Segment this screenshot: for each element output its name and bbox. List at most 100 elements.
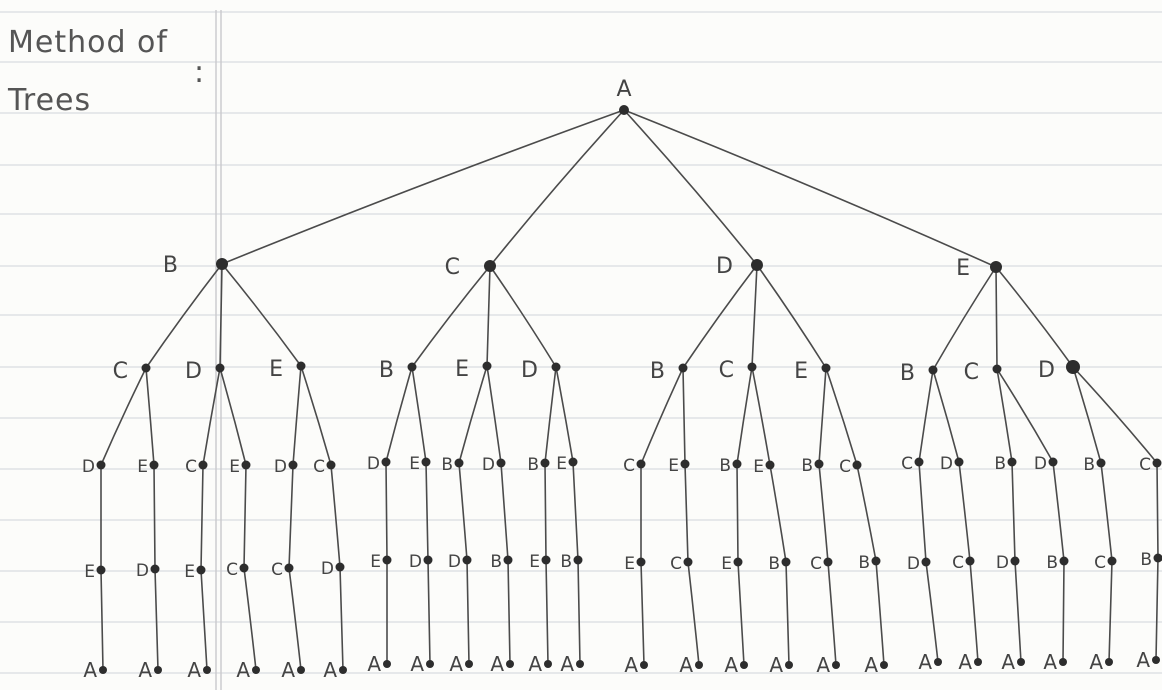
- node-label: A: [918, 650, 932, 674]
- node-level4-B: B: [490, 552, 513, 572]
- node-level4-D: D: [448, 552, 472, 572]
- node-dot: [496, 458, 506, 468]
- node-level4-B: B: [1046, 553, 1069, 573]
- edge-level1-to-level2: [756, 264, 827, 369]
- edge-level3-to-level4: [330, 464, 341, 568]
- node-label: B: [379, 358, 394, 383]
- node-label: C: [839, 457, 851, 477]
- edge-level1-to-level2: [995, 266, 998, 370]
- edge-level4-to-level5: [577, 559, 581, 665]
- edge-level4-to-level5: [200, 569, 208, 671]
- node-label: D: [1038, 358, 1055, 383]
- node-label: E: [668, 456, 679, 476]
- node-dot: [203, 666, 211, 674]
- node-label: A: [1001, 650, 1015, 674]
- node-label: A: [616, 77, 631, 102]
- node-level4-E: E: [529, 552, 551, 572]
- edge-level3-to-level4: [769, 464, 787, 563]
- edge-level2-to-level3: [751, 366, 771, 466]
- node-level4-D: D: [996, 553, 1020, 573]
- edge-level2-to-level3: [411, 366, 427, 463]
- node-label: E: [721, 554, 732, 574]
- edge-level2-to-level3: [555, 366, 574, 463]
- node-level5-A: A: [918, 650, 942, 674]
- node-label: C: [113, 359, 128, 384]
- edge-level1-to-level2: [932, 266, 997, 371]
- edge-level4-to-level5: [969, 560, 979, 663]
- node-level3-D: D: [1034, 454, 1058, 474]
- node-dot: [871, 556, 881, 566]
- edge-level3-to-level4: [153, 464, 156, 570]
- node-dot: [747, 362, 757, 372]
- node-level4-D: D: [907, 554, 931, 574]
- node-dot: [239, 563, 249, 573]
- node-label: E: [137, 457, 148, 477]
- node-level3-D: D: [940, 454, 964, 474]
- edge-level2-to-level3: [145, 367, 155, 466]
- node-level1-C: C: [445, 255, 496, 280]
- node-level5-A: A: [864, 653, 888, 677]
- node-dot: [992, 364, 1002, 374]
- node-label: E: [84, 562, 95, 582]
- edge-level3-to-level4: [200, 464, 204, 571]
- edge-level2-to-level3: [100, 367, 147, 466]
- node-level2-D: D: [521, 358, 561, 383]
- edge-level2-to-level3: [996, 368, 1013, 463]
- edge-root-to-D: [623, 109, 758, 266]
- node-level5-A: A: [769, 653, 793, 677]
- node-dot: [482, 361, 492, 371]
- node-level4-D: D: [409, 552, 433, 572]
- node-label: A: [490, 652, 504, 676]
- node-level5-A: A: [236, 658, 260, 682]
- node-level4-C: C: [810, 554, 833, 574]
- node-label: C: [313, 457, 325, 477]
- node-label: D: [521, 358, 538, 383]
- edge-level3-to-level4: [684, 463, 689, 563]
- node-dot: [540, 458, 550, 468]
- node-dot: [383, 660, 391, 668]
- node-label: D: [136, 561, 149, 581]
- node-dot: [465, 660, 473, 668]
- ruled-lines: [0, 11, 1162, 674]
- edge-level4-to-level5: [243, 567, 257, 671]
- edge-level2-to-level3: [818, 367, 827, 465]
- node-level2-B: B: [650, 359, 688, 384]
- edge-level3-to-level4: [425, 461, 429, 561]
- node-level4-B: B: [858, 553, 881, 573]
- node-label: D: [367, 454, 380, 474]
- edge-level4-to-level5: [339, 566, 344, 671]
- node-level1-E: E: [956, 256, 1002, 281]
- node-level3-C: C: [839, 457, 862, 477]
- node-label: E: [529, 552, 540, 572]
- node-label: C: [226, 560, 238, 580]
- node-dot: [288, 460, 298, 470]
- node-label: C: [670, 554, 682, 574]
- edge-level3-to-level4: [243, 464, 247, 569]
- node-label: A: [816, 653, 830, 677]
- node-dot: [215, 363, 225, 373]
- node-level5-A: A: [1043, 650, 1067, 674]
- node-label: A: [1136, 648, 1150, 672]
- node-dot: [544, 660, 552, 668]
- edge-level4-to-level5: [687, 561, 700, 666]
- node-label: A: [1089, 650, 1103, 674]
- node-label: B: [719, 456, 731, 476]
- node-level4-E: E: [84, 562, 106, 582]
- node-level4-C: C: [670, 554, 693, 574]
- node-level2-C: C: [113, 359, 151, 384]
- edge-level3-to-level4: [818, 463, 829, 563]
- node-dot: [678, 363, 688, 373]
- edge-level2-to-level3: [202, 367, 221, 466]
- node-level5-A: A: [490, 652, 514, 676]
- node-label: C: [185, 457, 197, 477]
- node-level5-A: A: [624, 653, 648, 677]
- node-dot: [680, 459, 690, 469]
- node-dot: [541, 555, 551, 565]
- node-level5-A: A: [138, 658, 162, 682]
- node-dot: [568, 457, 578, 467]
- edge-level2-to-level3: [385, 366, 413, 463]
- edge-level4-to-level5: [545, 559, 549, 665]
- node-label: C: [1139, 455, 1151, 475]
- node-dot: [216, 258, 228, 270]
- node-level3-D: D: [274, 457, 298, 477]
